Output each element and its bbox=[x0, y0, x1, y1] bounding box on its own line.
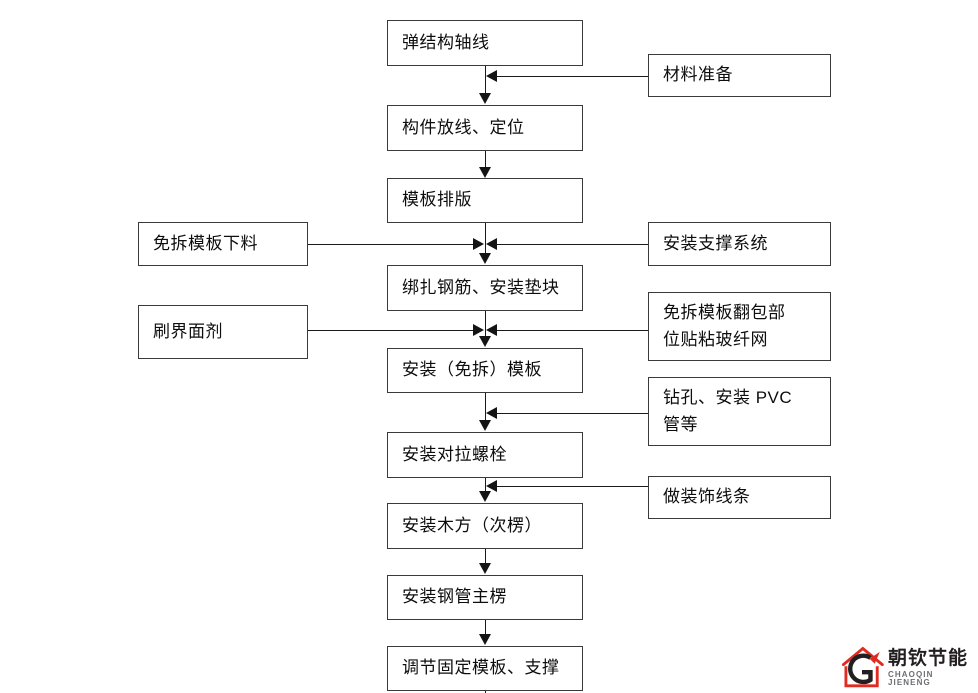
flow-node-n4[interactable]: 绑扎钢筋、安装垫块 bbox=[387, 265, 583, 311]
arrowhead-r1-spine bbox=[486, 70, 497, 82]
connector-n7-n8 bbox=[485, 549, 486, 564]
flow-node-label: 调节固定模板、支撑 bbox=[402, 658, 560, 678]
flow-node-label-line1: 钻孔、安装 PVC bbox=[663, 388, 793, 408]
flow-node-label-block: 钻孔、安装 PVC 管等 bbox=[663, 385, 792, 438]
flow-node-n5[interactable]: 安装（免拆）模板 bbox=[387, 348, 583, 393]
flow-node-n6[interactable]: 安装对拉螺栓 bbox=[387, 432, 583, 478]
arrowhead-n4-n5 bbox=[479, 336, 491, 347]
flow-node-label: 安装对拉螺栓 bbox=[402, 444, 507, 464]
flow-node-label: 做装饰线条 bbox=[663, 487, 751, 507]
logo-pinyin-name: CHAOQIN JIENENG bbox=[888, 670, 934, 687]
connector-r1-spine bbox=[497, 76, 648, 77]
connector-l1-spine bbox=[308, 244, 475, 245]
house-c-icon bbox=[840, 646, 884, 690]
flow-node-label: 安装支撑系统 bbox=[663, 233, 768, 253]
connector-n3-n4 bbox=[485, 223, 486, 254]
flow-node-r1[interactable]: 材料准备 bbox=[648, 54, 831, 97]
connector-n4-n5 bbox=[485, 311, 486, 337]
flow-node-label: 绑扎钢筋、安装垫块 bbox=[402, 277, 560, 297]
flow-node-n9[interactable]: 调节固定模板、支撑 bbox=[387, 646, 583, 691]
arrowhead-n7-n8 bbox=[479, 563, 491, 574]
connector-r4-spine bbox=[497, 413, 648, 414]
flow-node-label-line2: 管等 bbox=[663, 414, 698, 434]
connector-n9-next bbox=[485, 691, 486, 693]
flow-node-n8[interactable]: 安装钢管主楞 bbox=[387, 575, 583, 620]
arrowhead-n2-n3 bbox=[479, 167, 491, 178]
flow-node-label-line1: 免拆模板翻包部 bbox=[663, 303, 786, 323]
arrowhead-n8-n9 bbox=[479, 634, 491, 645]
arrowhead-r3-spine bbox=[486, 324, 497, 336]
flow-node-r5[interactable]: 做装饰线条 bbox=[648, 476, 831, 519]
flow-node-label: 刷界面剂 bbox=[153, 321, 223, 341]
flow-node-label: 免拆模板下料 bbox=[153, 233, 258, 253]
flow-node-label: 安装木方（次楞） bbox=[402, 515, 542, 535]
chaoqin-jieneng-logo: 朝钦节能 CHAOQIN JIENENG bbox=[840, 646, 978, 690]
connector-l2-spine bbox=[308, 330, 475, 331]
flow-node-label: 构件放线、定位 bbox=[402, 117, 525, 137]
flow-node-label: 安装（免拆）模板 bbox=[402, 360, 542, 380]
connector-n2-n3 bbox=[485, 151, 486, 167]
flow-node-label-block: 免拆模板翻包部 位贴粘玻纤网 bbox=[663, 300, 786, 353]
flow-node-label-line2: 位贴粘玻纤网 bbox=[663, 329, 768, 349]
flow-node-r4[interactable]: 钻孔、安装 PVC 管等 bbox=[648, 377, 831, 446]
arrowhead-n3-n4 bbox=[479, 253, 491, 264]
connector-n1-n2 bbox=[485, 66, 486, 94]
arrowhead-r2-spine bbox=[486, 238, 497, 250]
arrowhead-r5-spine bbox=[486, 480, 497, 492]
flow-node-label: 安装钢管主楞 bbox=[402, 587, 507, 607]
connector-r3-spine bbox=[497, 330, 648, 331]
flow-node-label: 模板排版 bbox=[402, 190, 472, 210]
flow-node-n7[interactable]: 安装木方（次楞） bbox=[387, 503, 583, 549]
connector-n8-n9 bbox=[485, 620, 486, 635]
flow-node-label: 材料准备 bbox=[663, 65, 733, 85]
arrowhead-n6-n7 bbox=[479, 491, 491, 502]
flow-node-n2[interactable]: 构件放线、定位 bbox=[387, 105, 583, 151]
arrowhead-n1-n2 bbox=[479, 93, 491, 104]
arrowhead-l2-spine bbox=[473, 324, 484, 336]
connector-n6-n7 bbox=[485, 478, 486, 492]
logo-text-block: 朝钦节能 CHAOQIN JIENENG bbox=[888, 649, 978, 687]
arrowhead-n5-n6 bbox=[479, 420, 491, 431]
logo-chinese-name: 朝钦节能 bbox=[888, 647, 969, 669]
arrowhead-r4-spine bbox=[486, 407, 497, 419]
connector-r2-spine bbox=[497, 244, 648, 245]
flow-node-r3[interactable]: 免拆模板翻包部 位贴粘玻纤网 bbox=[648, 292, 831, 361]
flow-node-r2[interactable]: 安装支撑系统 bbox=[648, 222, 831, 266]
arrowhead-l1-spine bbox=[473, 238, 484, 250]
connector-n5-n6 bbox=[485, 393, 486, 421]
flow-node-n3[interactable]: 模板排版 bbox=[387, 178, 583, 223]
flow-node-label: 弹结构轴线 bbox=[402, 32, 490, 52]
flow-node-n1[interactable]: 弹结构轴线 bbox=[387, 20, 583, 66]
flow-node-l2[interactable]: 刷界面剂 bbox=[138, 305, 308, 359]
connector-r5-spine bbox=[497, 486, 648, 487]
flow-node-l1[interactable]: 免拆模板下料 bbox=[138, 222, 308, 266]
